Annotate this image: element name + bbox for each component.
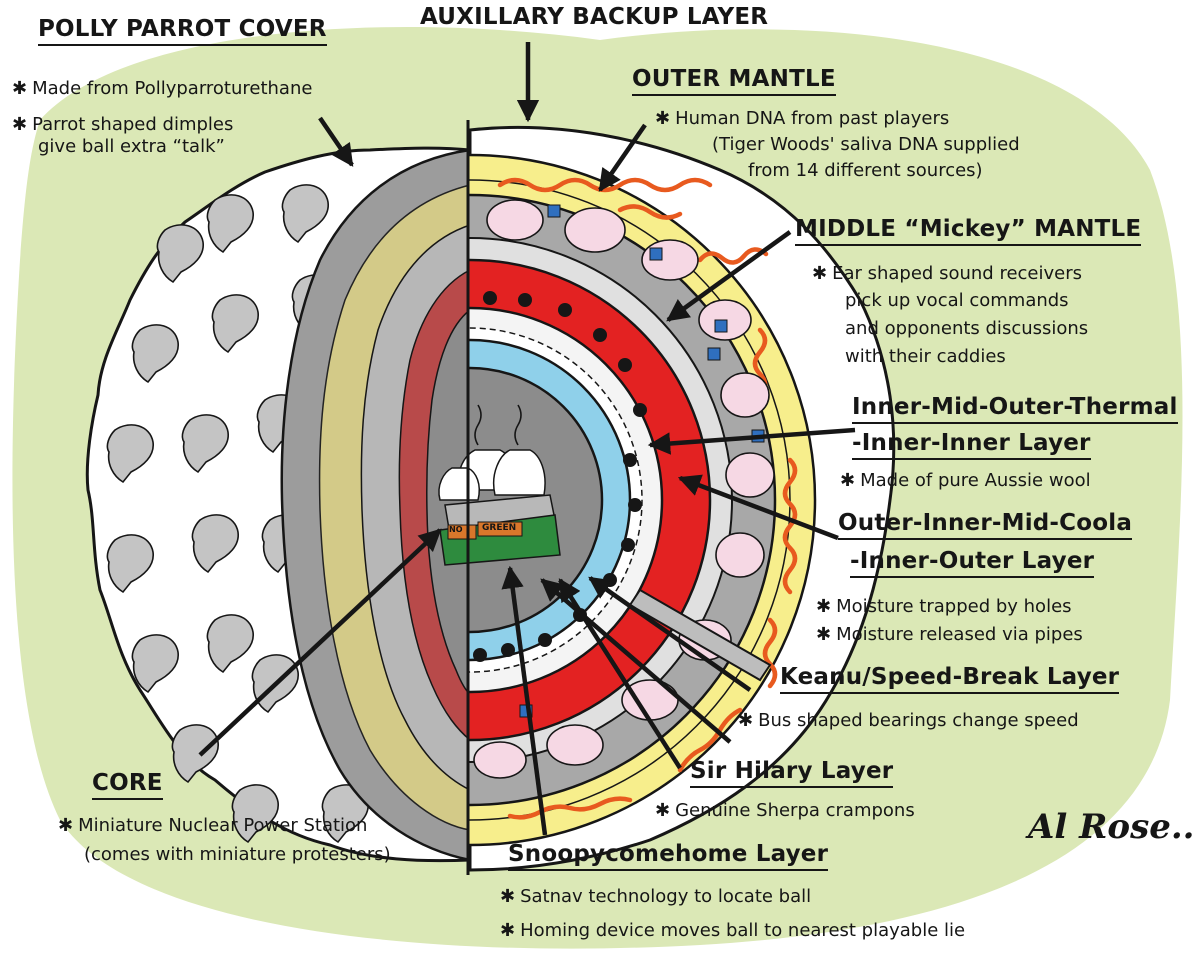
outer-mantle-bullet-1-cont2: from 14 different sources) [748, 160, 983, 181]
polly-bullet-2-text: Parrot shaped dimples [32, 114, 234, 135]
outer-mantle-bullet-1-cont: (Tiger Woods' saliva DNA supplied [712, 134, 1020, 155]
polly-bullet-2: ✱Parrot shaped dimples [12, 116, 233, 134]
bullet-icon: ✱ [500, 920, 516, 941]
core-bullet-1-cont: (comes with miniature protesters) [84, 844, 391, 865]
leader-arrows [198, 42, 856, 836]
coola-bullet-2: ✱Moisture released via pipes [816, 626, 1083, 644]
hilary-bullet-1-text: Genuine Sherpa crampons [675, 800, 915, 821]
core-title: CORE [92, 772, 163, 800]
bullet-icon: ✱ [816, 596, 832, 617]
thermal-layer-title-line-2: -Inner-Inner Layer [852, 432, 1091, 460]
polly-bullet-1: ✱Made from Pollyparroturethane [12, 80, 312, 98]
mickey-bullet-1-text: Ear shaped sound receivers [832, 263, 1082, 284]
snoopy-bullet-2: ✱Homing device moves ball to nearest pla… [500, 922, 965, 940]
auxiliary-backup-layer-face [280, 148, 472, 862]
moisture-pipe [628, 588, 772, 682]
middle-mickey-mantle-title: MIDDLE “Mickey” MANTLE [795, 218, 1142, 246]
auxiliary-backup-layer-title: AUXILLARY BACKUP LAYER [420, 4, 769, 30]
moisture-holes [473, 291, 647, 662]
mickey-bullet-1-cont2: and opponents discussions [845, 318, 1089, 339]
bullet-icon: ✱ [840, 470, 856, 491]
mickey-bullet-1-cont: pick up vocal commands [845, 290, 1069, 311]
thermal-bullet-1: ✱Made of pure Aussie wool [840, 472, 1091, 490]
bullet-icon: ✱ [655, 108, 671, 129]
core-bullet-1: ✱Miniature Nuclear Power Station [58, 817, 367, 835]
coola-bullet-2-text: Moisture released via pipes [836, 624, 1083, 645]
coola-layer-title-line-1: Outer-Inner-Mid-Coola [838, 512, 1133, 540]
coola-layer-title-line-2: -Inner-Outer Layer [850, 550, 1095, 578]
bullet-icon: ✱ [58, 815, 74, 836]
core-bullet-1-text: Miniature Nuclear Power Station [78, 815, 368, 836]
mickey-bullet-1-cont3: with their caddies [845, 346, 1006, 367]
keanu-layer-title: Keanu/Speed-Break Layer [780, 666, 1120, 694]
snoopy-bullet-2-text: Homing device moves ball to nearest play… [520, 920, 966, 941]
coola-bullet-1-text: Moisture trapped by holes [836, 596, 1072, 617]
thermal-layer-title-line-1: Inner-Mid-Outer-Thermal [852, 396, 1178, 424]
bullet-icon: ✱ [738, 710, 754, 731]
keanu-bullet-1-text: Bus shaped bearings change speed [758, 710, 1079, 731]
polly-bullet-2-cont: give ball extra “talk” [38, 136, 225, 157]
bullet-icon: ✱ [12, 114, 28, 135]
bullet-icon: ✱ [816, 624, 832, 645]
bullet-icon: ✱ [12, 78, 28, 99]
snoopy-bullet-1: ✱Satnav technology to locate ball [500, 888, 811, 906]
keanu-bullet-1: ✱Bus shaped bearings change speed [738, 712, 1079, 730]
coola-bullet-1: ✱Moisture trapped by holes [816, 598, 1072, 616]
outer-mantle-title: OUTER MANTLE [632, 68, 836, 96]
snoopy-bullet-1-text: Satnav technology to locate ball [520, 886, 812, 907]
thermal-bullet-1-text: Made of pure Aussie wool [860, 470, 1091, 491]
sir-hilary-layer-title: Sir Hilary Layer [690, 760, 894, 788]
outer-mantle-bullet-1-text: Human DNA from past players [675, 108, 950, 129]
bullet-icon: ✱ [812, 263, 828, 284]
parrot-dimples [106, 184, 369, 844]
snoopycomehome-layer-title: Snoopycomehome Layer [508, 843, 829, 871]
artist-signature: Al Rose.. [1028, 807, 1195, 847]
mickey-bullet-1: ✱Ear shaped sound receivers [812, 265, 1082, 283]
bullet-icon: ✱ [500, 886, 516, 907]
polly-parrot-cover-title: POLLY PARROT COVER [38, 18, 327, 46]
no-sign: NO [449, 525, 463, 534]
green-sign: GREEN [482, 523, 517, 533]
bullet-icon: ✱ [655, 800, 671, 821]
outer-mantle-bullet-1: ✱Human DNA from past players [655, 110, 949, 128]
polly-bullet-1-text: Made from Pollyparroturethane [32, 78, 313, 99]
hilary-bullet-1: ✱Genuine Sherpa crampons [655, 802, 915, 820]
